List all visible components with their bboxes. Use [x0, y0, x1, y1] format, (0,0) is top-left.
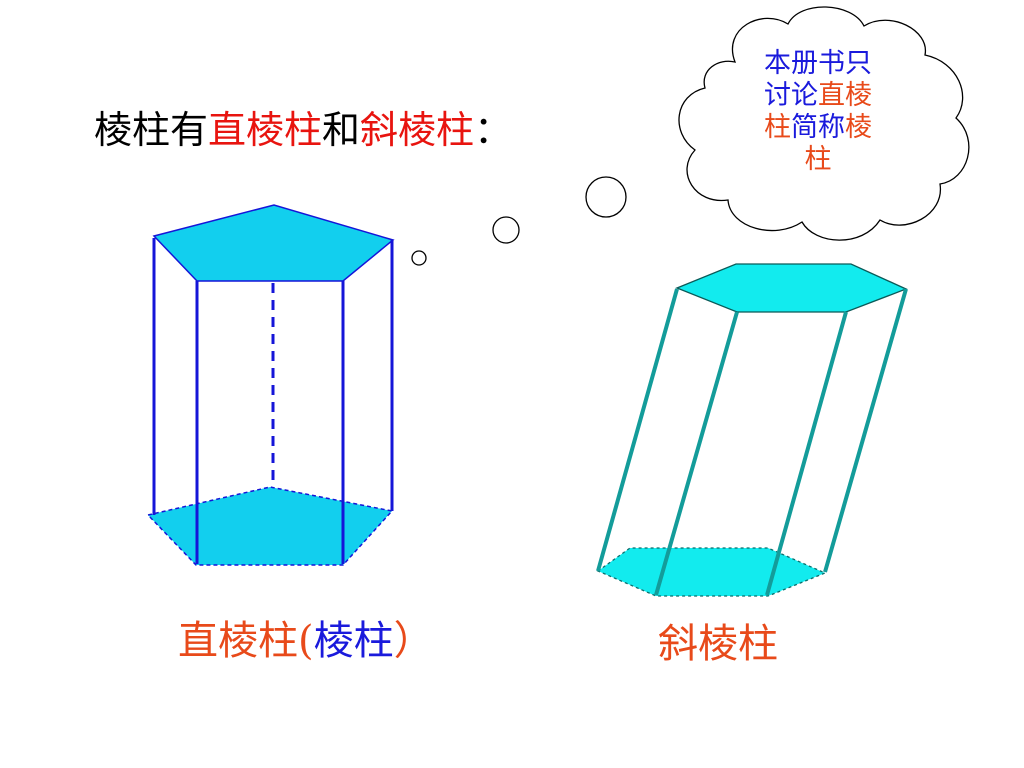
oblique-prism-bottom-face [596, 547, 827, 597]
oblique-prism-edge [765, 311, 848, 596]
cloud-line-4: 柱 [804, 144, 832, 175]
cloud-line-2b: 直棱 [818, 80, 872, 111]
thought-cloud-text: 本册书只 讨论直棱 柱简称棱 柱 [740, 48, 896, 176]
cloud-line-1: 本册书只 [764, 48, 872, 79]
oblique-prism-caption: 斜棱柱 [658, 617, 778, 671]
caption-left-part-3: ） [393, 618, 434, 664]
title-colon: ： [474, 108, 513, 152]
caption-right-text: 斜棱柱 [658, 621, 778, 667]
cloud-line-3a: 柱 [764, 112, 791, 143]
thought-cloud-shape [678, 6, 970, 241]
oblique-prism-top-face [675, 263, 908, 313]
thought-bubble-medium [492, 216, 520, 244]
cloud-line-3b: 简称 [791, 112, 845, 143]
title-part-3: 和 [322, 108, 361, 152]
right-prism-bottom-face [146, 486, 394, 566]
title-part-1: 棱柱有 [94, 108, 209, 152]
right-prism-top-face [152, 204, 395, 282]
right-prism-caption: 直棱柱(棱柱） [178, 614, 434, 668]
oblique-prism-edge [823, 288, 908, 573]
caption-left-part-2: 棱柱 [313, 618, 394, 664]
thought-bubble-large [585, 176, 627, 218]
oblique-prism-edge [596, 288, 679, 572]
title-oblique-prism: 斜棱柱 [360, 108, 475, 152]
caption-left-part-1: 直棱柱( [178, 618, 314, 664]
title-right-prism: 直棱柱 [208, 108, 323, 152]
thought-bubble-small [411, 250, 427, 266]
oblique-prism-edge [654, 311, 739, 596]
slide-title: 棱柱有直棱柱和斜棱柱： [94, 104, 512, 156]
cloud-line-2a: 讨论 [764, 80, 818, 111]
cloud-line-3c: 棱 [845, 112, 872, 143]
